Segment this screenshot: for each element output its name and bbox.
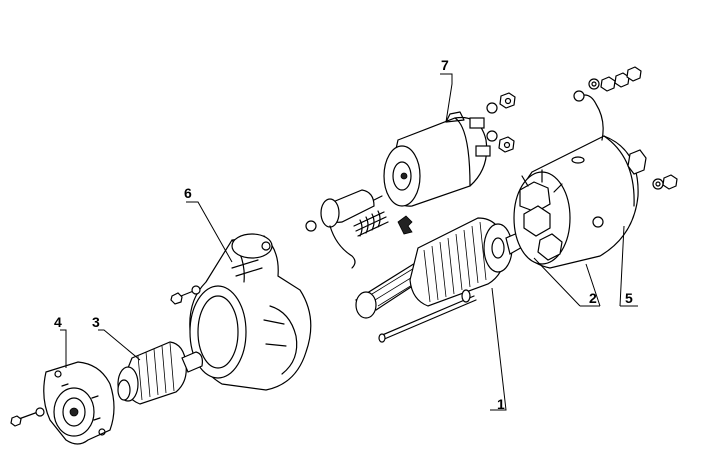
callout-label-7: 7 — [441, 57, 449, 73]
solenoid-part-7 — [383, 92, 516, 207]
callout-label-4: 4 — [54, 314, 62, 330]
callout-4: 4 — [54, 314, 67, 368]
front-bracket-part-4 — [43, 361, 115, 445]
callout-2: 2 — [533, 257, 601, 307]
callout-label-3: 3 — [92, 314, 100, 330]
callout-label-2: 2 — [589, 290, 597, 306]
callout-7: 7 — [440, 57, 453, 123]
drive-end-housing-part-6 — [189, 233, 312, 391]
callout-1: 1 — [490, 287, 507, 412]
callout-label-1: 1 — [497, 396, 505, 412]
callout-3: 3 — [92, 314, 141, 361]
plunger-and-fork — [305, 189, 413, 269]
callout-5: 5 — [619, 225, 638, 307]
housing-bolt — [170, 285, 201, 305]
nuts-and-washers — [588, 66, 678, 190]
bracket-screw — [10, 407, 45, 427]
callout-label-6: 6 — [184, 185, 192, 201]
end-housing-parts-2-5 — [513, 90, 647, 269]
armature-part-1 — [354, 217, 526, 343]
callout-6: 6 — [184, 185, 233, 263]
pinion-drive-part-3 — [117, 341, 203, 405]
callout-label-5: 5 — [625, 290, 633, 306]
